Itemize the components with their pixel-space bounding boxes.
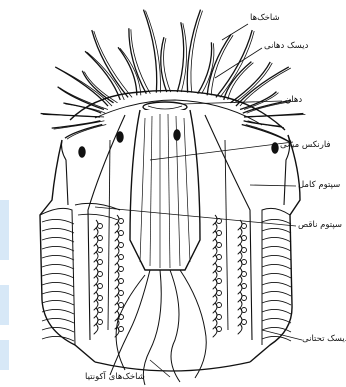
gonad-bead <box>119 231 124 236</box>
label-acontia: شاخک‌های آکونتیا <box>85 372 145 382</box>
column-ring <box>262 273 291 278</box>
label-pharynx: فارنکس میانی <box>280 140 331 150</box>
column-ring <box>42 336 74 341</box>
gonad-bead <box>242 224 247 229</box>
column-ring <box>42 273 74 278</box>
column-ring <box>42 255 74 260</box>
gonad-bead <box>217 231 222 236</box>
gonad-bead <box>98 224 103 229</box>
gonad-bead <box>242 308 247 313</box>
column-ring <box>262 264 291 269</box>
gonad-bead <box>119 219 124 224</box>
gonad-bead <box>98 284 103 289</box>
gonad-bead <box>119 279 124 284</box>
gonad-bead <box>242 284 247 289</box>
gonad-bead <box>119 327 124 332</box>
complete-septum <box>205 115 252 340</box>
gonad-bead <box>217 303 222 308</box>
column-ring <box>42 300 74 305</box>
gonad-bead <box>98 296 103 301</box>
column-ring <box>262 228 291 233</box>
gonad-bead <box>98 260 103 265</box>
gonad-bead <box>119 255 124 260</box>
gonad-bead <box>98 320 103 325</box>
column-ring <box>42 318 74 323</box>
gonad-bead <box>217 291 222 296</box>
gonad-bead <box>217 327 222 332</box>
gonad-bead <box>217 315 222 320</box>
column-ring <box>262 255 291 260</box>
gonad-bead <box>98 236 103 241</box>
column-ring <box>262 237 291 242</box>
gonad-bead <box>98 272 103 277</box>
gonad-bead <box>98 248 103 253</box>
label-oral-disc: دیسک دهانی <box>264 41 308 51</box>
label-complete-septum: سپتوم کامل <box>298 180 340 190</box>
column-ring <box>262 246 291 251</box>
gonad-bead <box>242 236 247 241</box>
gonad-bead <box>119 291 124 296</box>
gonad-bead <box>242 320 247 325</box>
gonad-bead <box>242 260 247 265</box>
column-wall-left <box>40 140 95 362</box>
label-pedal-disc: دیسک تحتانی <box>302 334 346 344</box>
gonad-bead <box>119 243 124 248</box>
column-ring <box>262 282 291 287</box>
column-ring <box>42 219 74 224</box>
tentacle <box>177 22 183 92</box>
tentacle-edge <box>191 11 203 93</box>
tentacle <box>198 42 212 93</box>
gonad-bead <box>217 279 222 284</box>
column-ring <box>42 291 74 296</box>
gonad-bead <box>119 303 124 308</box>
tentacle <box>216 30 252 97</box>
label-incomplete-septum: سپتوم ناقص <box>298 220 342 230</box>
column-ring <box>42 327 74 332</box>
column-ring <box>42 228 74 233</box>
gonad-bead <box>242 272 247 277</box>
gonad-bead <box>217 243 222 248</box>
column-wall-right <box>250 135 300 362</box>
gonad-bead <box>98 308 103 313</box>
column-ring <box>262 309 291 314</box>
column-ring <box>42 237 74 242</box>
gonad-bead <box>242 248 247 253</box>
column-ring <box>42 246 74 251</box>
column-ring <box>42 282 74 287</box>
gonad-bead <box>119 267 124 272</box>
column-ring <box>262 300 291 305</box>
column-ring <box>42 264 74 269</box>
label-mouth: دهان <box>285 95 302 105</box>
gonad-bead <box>217 255 222 260</box>
column-ring <box>42 309 74 314</box>
gonad-bead <box>242 296 247 301</box>
column-ring <box>262 291 291 296</box>
label-tentacles: شاخک‌ها <box>250 13 280 23</box>
column-ring <box>262 318 291 323</box>
gonad-bead <box>217 267 222 272</box>
